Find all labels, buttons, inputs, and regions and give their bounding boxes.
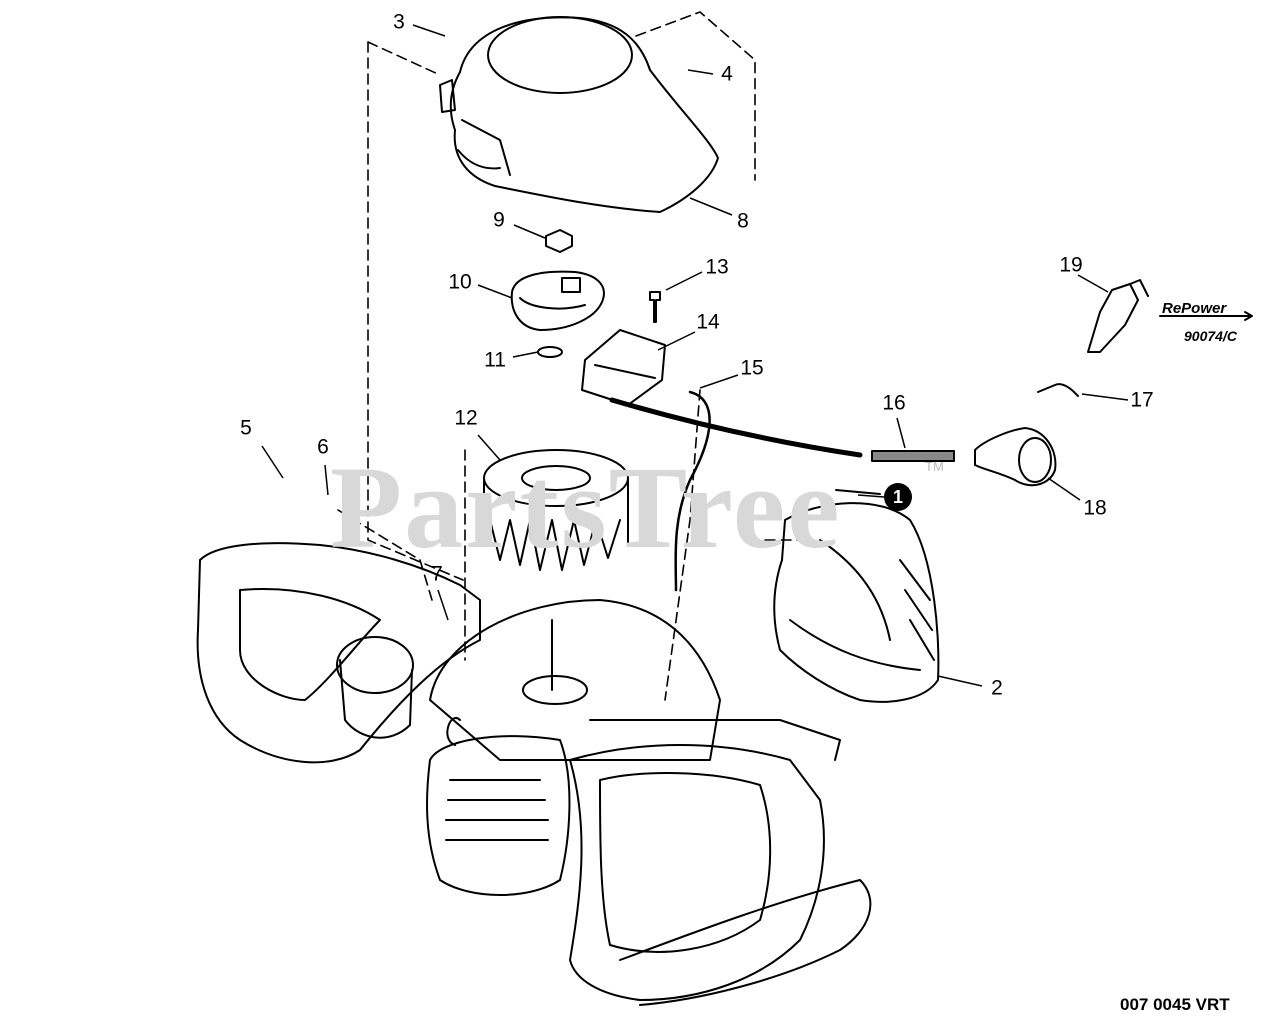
- callout-3[interactable]: 3: [393, 10, 405, 34]
- ignition-part-14: [581, 329, 666, 406]
- plug-lead: [609, 397, 863, 458]
- callout-14[interactable]: 14: [696, 310, 720, 334]
- callout-10[interactable]: 10: [448, 270, 472, 294]
- boot-part-18: [974, 427, 1057, 487]
- engine-assembly: [196, 542, 872, 1006]
- repower-logo: RePower: [1162, 300, 1227, 317]
- callout-1-badge[interactable]: 1: [884, 483, 912, 511]
- callout-19[interactable]: 19: [1059, 253, 1083, 277]
- shroud-part-2: [773, 502, 940, 703]
- wire-part-15: [674, 390, 711, 592]
- spark-plug-part-19: [1087, 279, 1149, 353]
- callout-7[interactable]: 7: [431, 562, 443, 586]
- spring-part-17: [1037, 383, 1079, 397]
- watermark: PartsTree: [330, 442, 842, 573]
- screw-part-13: [649, 291, 661, 323]
- screw-part-1: [835, 489, 881, 495]
- cover-part-8: [439, 16, 719, 213]
- callout-13[interactable]: 13: [705, 255, 729, 279]
- callout-2[interactable]: 2: [991, 676, 1003, 700]
- base-part-10: [510, 270, 605, 331]
- callout-8[interactable]: 8: [737, 209, 749, 233]
- flywheel-part-12: [483, 449, 629, 571]
- repower-arrow: [1159, 311, 1253, 321]
- watermark-trademark: TM: [925, 459, 944, 474]
- callout-17[interactable]: 17: [1130, 388, 1154, 412]
- washer-part-11: [537, 346, 563, 358]
- callout-18[interactable]: 18: [1083, 496, 1107, 520]
- callout-4[interactable]: 4: [721, 62, 733, 86]
- callout-9[interactable]: 9: [493, 208, 505, 232]
- tube-part-16: [871, 450, 955, 462]
- repower-code: 90074/C: [1184, 328, 1237, 344]
- callout-11[interactable]: 11: [484, 348, 506, 372]
- diagram-code: 007 0045 VRT: [1120, 995, 1230, 1014]
- callout-6[interactable]: 6: [317, 435, 329, 459]
- callout-16[interactable]: 16: [882, 391, 906, 415]
- callout-12[interactable]: 12: [454, 406, 478, 430]
- assembly-guide-lines: [337, 11, 801, 701]
- callout-15[interactable]: 15: [740, 356, 764, 380]
- nut-part-9: [545, 229, 573, 253]
- callout-5[interactable]: 5: [240, 416, 252, 440]
